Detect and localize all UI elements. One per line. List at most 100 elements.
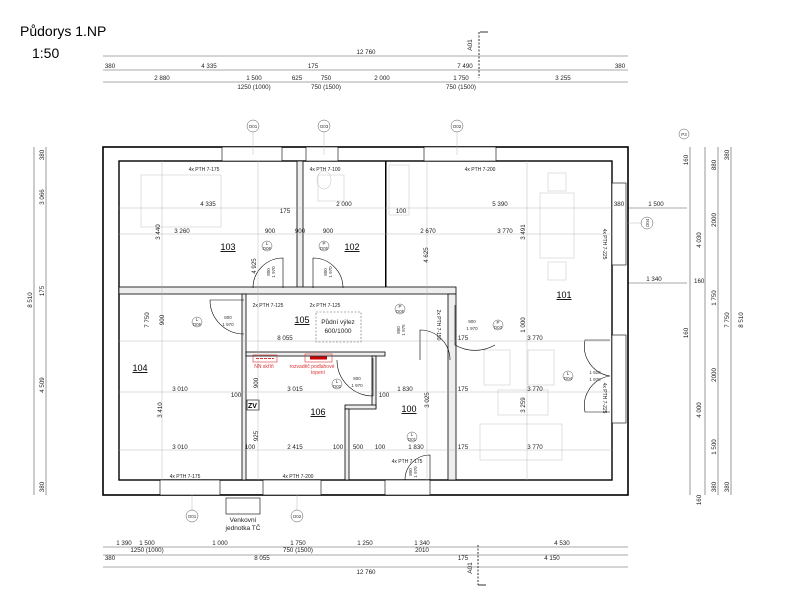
dim-bottom: 175 bbox=[458, 555, 469, 562]
door-height: 1 970 bbox=[413, 466, 418, 478]
dim-right: 380 bbox=[724, 149, 731, 160]
dim-top: 1 500 bbox=[246, 75, 262, 82]
room-101: 101 bbox=[556, 290, 571, 300]
door-right bbox=[611, 334, 627, 424]
dim-top-sub: 750 (1500) bbox=[311, 84, 341, 91]
coffee-table bbox=[497, 389, 549, 416]
window-label: 4x PTH 7-225 bbox=[601, 383, 607, 414]
sofa bbox=[479, 423, 563, 461]
dim: 1 830 bbox=[408, 444, 424, 451]
dim-top: 380 bbox=[615, 63, 626, 70]
outdoor-unit bbox=[225, 497, 261, 515]
dim: 3 491 bbox=[520, 224, 527, 240]
dim-right: 160 bbox=[694, 278, 705, 285]
dim-top-total: 12 760 bbox=[357, 49, 376, 56]
window-label: 4x PTH 7-175 bbox=[392, 459, 423, 465]
section-label-bottom: A01 bbox=[467, 562, 474, 574]
dim-right-ext: 380 bbox=[614, 201, 625, 208]
bed bbox=[140, 174, 222, 228]
dim-bottom: 1 340 bbox=[414, 540, 430, 547]
wall-103-102 bbox=[296, 160, 304, 289]
dim-right: 380 bbox=[724, 481, 731, 492]
door-width: 800 bbox=[408, 468, 413, 476]
dim: 900 bbox=[159, 314, 166, 325]
dim-bottom: 1 000 bbox=[212, 540, 228, 547]
dim-top: 4 335 bbox=[201, 63, 217, 70]
door-101 bbox=[454, 305, 496, 351]
attic-hatch-size: 600/1000 bbox=[324, 328, 351, 335]
door-103 bbox=[252, 257, 284, 289]
dim: 5 390 bbox=[492, 201, 508, 208]
dim-top: 1 750 bbox=[453, 75, 469, 82]
dim-right: 160 bbox=[696, 494, 703, 505]
dim-right-ext: 1 500 bbox=[648, 201, 664, 208]
door-width: 800 bbox=[224, 315, 232, 320]
door-width: 1 920 bbox=[589, 370, 601, 375]
dim: 900 bbox=[253, 377, 260, 388]
window-labels: 4x PTH 7-175 4x PTH 7-100 4x PTH 7-200 2… bbox=[170, 167, 607, 480]
floor-heating-label: rozvaděč podlahové bbox=[290, 364, 335, 370]
section-marker-top: A01 bbox=[467, 31, 488, 78]
dim: 100 bbox=[379, 392, 390, 399]
dim: 8 055 bbox=[277, 335, 293, 342]
dim-top: 3 255 bbox=[555, 75, 571, 82]
element-tags: O01 O03 O02 P3 O04 O01 O02 bbox=[185, 119, 690, 523]
door-width: 900 bbox=[468, 319, 476, 324]
door-tag-id: D05 bbox=[320, 246, 329, 251]
door-width: 800 bbox=[396, 326, 401, 334]
dim: 3 770 bbox=[527, 386, 543, 393]
door-tag-id: D04 bbox=[564, 376, 573, 381]
outdoor-unit-label-2: jednotka TČ bbox=[225, 523, 261, 532]
top-dimensions: 12 760 380 4 335 175 7 490 380 2 880 1 5… bbox=[103, 49, 628, 91]
door-tag-side: P bbox=[496, 320, 499, 325]
dim-right: 2000 bbox=[711, 368, 718, 382]
door-102 bbox=[312, 257, 344, 289]
door-dimensions: 800 1 970 800 1 970 800 1 970 800 1 975 … bbox=[222, 266, 601, 478]
dim: 175 bbox=[458, 386, 469, 393]
door-height: 1 975 bbox=[401, 324, 406, 336]
tag-o02-bottom: O02 bbox=[293, 514, 302, 519]
attic-hatch bbox=[315, 311, 362, 343]
dining-table bbox=[539, 192, 575, 259]
section-marker-bottom: A01 bbox=[467, 545, 486, 586]
dim-right: 1 750 bbox=[711, 290, 718, 306]
room-105: 105 bbox=[294, 315, 309, 325]
dim-right: 160 bbox=[683, 327, 690, 338]
door-width: 800 bbox=[323, 268, 328, 276]
dim: 1 830 bbox=[397, 386, 413, 393]
dim-bottom-sub: 2010 bbox=[415, 547, 429, 554]
chair bbox=[547, 261, 567, 281]
dim: 3 260 bbox=[174, 228, 190, 235]
door-tag-id: D05 bbox=[396, 309, 405, 314]
dim: 900 bbox=[265, 228, 276, 235]
window-label: 4x PTH 7-175 bbox=[189, 167, 220, 173]
armchair bbox=[527, 349, 555, 386]
dim-right-ext: 1 340 bbox=[646, 276, 662, 283]
tag-o01: O01 bbox=[249, 124, 258, 129]
room-106: 106 bbox=[310, 407, 325, 417]
dim: 4 925 bbox=[251, 258, 258, 274]
outdoor-unit-label: Venkovní bbox=[230, 517, 257, 524]
dim-bottom: 1 390 bbox=[116, 540, 132, 547]
room-100: 100 bbox=[401, 404, 416, 414]
dim-bottom-sub: 1250 (1000) bbox=[130, 547, 163, 554]
dim: 100 bbox=[333, 444, 344, 451]
window-o01-top bbox=[221, 146, 283, 162]
window-label: 2x PTH 7-125 bbox=[253, 303, 284, 309]
floor-heating-box bbox=[304, 353, 333, 363]
dim-bottom: 8 055 bbox=[254, 555, 270, 562]
wall-horizontal bbox=[118, 286, 457, 295]
window-label: 4x PTH 7-175 bbox=[170, 474, 201, 480]
kitchen-counter bbox=[388, 164, 410, 216]
tag-o01-bottom: O01 bbox=[188, 514, 197, 519]
dim-right: 4 000 bbox=[696, 402, 703, 418]
door-tag-side: L bbox=[266, 241, 269, 246]
door-height: 1 970 bbox=[271, 266, 276, 278]
door-tag-id: D01 bbox=[408, 437, 417, 442]
window-bottom-100 bbox=[384, 479, 431, 496]
dim-left: 3 066 bbox=[39, 189, 46, 205]
wall-104-105 bbox=[241, 293, 247, 481]
right-exterior-dimensions: 380 1 500 1 340 bbox=[614, 201, 664, 283]
nn-cabinet-label: NN skříň bbox=[254, 364, 274, 370]
dim-top: 7 490 bbox=[457, 63, 473, 70]
